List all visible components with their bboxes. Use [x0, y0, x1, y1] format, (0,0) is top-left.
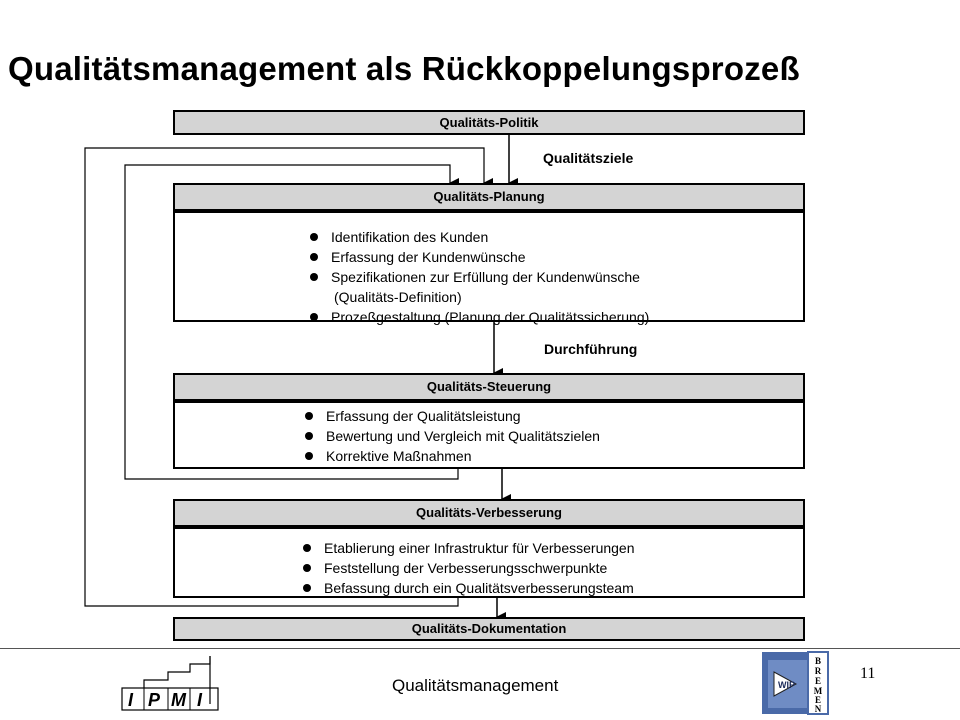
list-item-text: Erfassung der Kundenwünsche [331, 249, 526, 265]
list-item-text: Spezifikationen zur Erfüllung der Kunden… [331, 269, 640, 285]
list-item-text: Erfassung der Qualitätsleistung [326, 408, 521, 424]
ipmi-logo: I P M I [121, 656, 219, 711]
bullet-icon [303, 564, 311, 572]
list-item: (Qualitäts-Definition) [310, 287, 649, 307]
box-header-verbesserung: Qualitäts-Verbesserung [173, 499, 805, 527]
list-item: Befassung durch ein Qualitätsverbesserun… [303, 578, 635, 598]
bremen-letter: E [815, 676, 821, 686]
list-item: Feststellung der Verbesserungsschwerpunk… [303, 558, 635, 578]
footer-divider [0, 648, 960, 649]
wip-bremen-logo: WIP B R E M E N [762, 651, 829, 715]
list-item: Etablierung einer Infrastruktur für Verb… [303, 538, 635, 558]
footer-title: Qualitätsmanagement [392, 676, 559, 695]
list-item-text: Korrektive Maßnahmen [326, 448, 472, 464]
page-title: Qualitätsmanagement als Rückkoppelungspr… [8, 50, 800, 87]
list-item-text: Befassung durch ein Qualitätsverbesserun… [324, 580, 634, 596]
list-item-text: Bewertung und Vergleich mit Qualitätszie… [326, 428, 600, 444]
bullet-icon [303, 544, 311, 552]
list-item-text: Prozeßgestaltung (Planung der Qualitätss… [331, 309, 650, 325]
list-item-text: Identifikation des Kunden [331, 229, 489, 245]
ipmi-letter: P [148, 690, 161, 710]
box-body-steuerung: Erfassung der Qualitätsleistung Bewertun… [173, 401, 805, 469]
bullet-icon [303, 584, 311, 592]
feedback-loop-verbesserung [84, 147, 493, 607]
feedback-loop-steuerung [124, 164, 459, 480]
box-header-politik: Qualitäts-Politik [173, 110, 805, 135]
verbesserung-list: Etablierung einer Infrastruktur für Verb… [303, 538, 635, 598]
bremen-letter: R [815, 666, 822, 676]
bullet-icon [310, 273, 318, 281]
bullet-icon [310, 233, 318, 241]
bullet-icon [305, 412, 313, 420]
list-item: Bewertung und Vergleich mit Qualitätszie… [305, 426, 600, 446]
planung-list: Identifikation des Kunden Erfassung der … [310, 227, 649, 327]
bremen-letter: N [815, 704, 822, 714]
bullet-icon [305, 452, 313, 460]
ipmi-letter: I [128, 690, 134, 710]
ipmi-letter: I [197, 690, 203, 710]
list-item: Prozeßgestaltung (Planung der Qualitätss… [310, 307, 649, 327]
bullet-icon [310, 313, 318, 321]
bremen-letter: M [814, 686, 823, 696]
bullet-icon [305, 432, 313, 440]
box-header-steuerung: Qualitäts-Steuerung [173, 373, 805, 401]
list-item-text: Etablierung einer Infrastruktur für Verb… [324, 540, 635, 556]
ipmi-letter: M [171, 690, 187, 710]
list-item: Spezifikationen zur Erfüllung der Kunden… [310, 267, 649, 287]
bremen-letter: B [815, 656, 821, 666]
label-qualitaetsziele: Qualitätsziele [543, 150, 634, 166]
list-item: Erfassung der Qualitätsleistung [305, 406, 600, 426]
wip-text: WIP [778, 680, 795, 690]
box-body-verbesserung: Etablierung einer Infrastruktur für Verb… [173, 527, 805, 598]
list-item: Identifikation des Kunden [310, 227, 649, 247]
page-number: 11 [860, 665, 876, 682]
list-item: Korrektive Maßnahmen [305, 446, 600, 466]
list-item-text: Feststellung der Verbesserungsschwerpunk… [324, 560, 608, 576]
steuerung-list: Erfassung der Qualitätsleistung Bewertun… [305, 406, 600, 466]
box-header-dokumentation: Qualitäts-Dokumentation [173, 617, 805, 641]
list-item-text: (Qualitäts-Definition) [334, 289, 462, 305]
bremen-letter: E [815, 695, 821, 705]
bullet-icon [310, 253, 318, 261]
list-item: Erfassung der Kundenwünsche [310, 247, 649, 267]
box-header-planung: Qualitäts-Planung [173, 183, 805, 211]
label-durchfuehrung: Durchführung [544, 341, 638, 357]
box-body-planung: Identifikation des Kunden Erfassung der … [173, 211, 805, 325]
